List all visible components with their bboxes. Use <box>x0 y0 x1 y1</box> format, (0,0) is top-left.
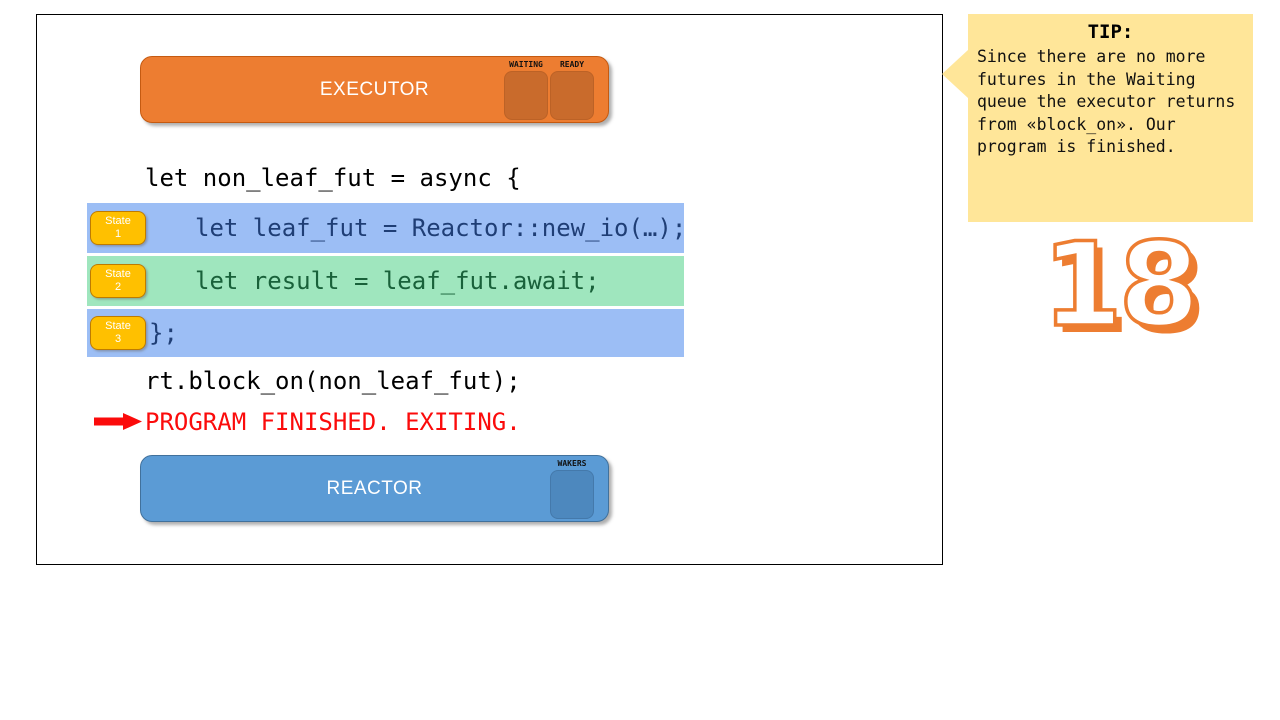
tip-body-text: Since there are no more futures in the W… <box>977 47 1236 156</box>
tip-callout: TIP: Since there are no more futures in … <box>942 14 1253 222</box>
executor-box: EXECUTOR WAITING READY <box>140 56 609 123</box>
executor-queues: WAITING READY <box>504 59 594 120</box>
state-1-badge: State 1 <box>90 211 146 245</box>
code-line-async-open: let non_leaf_fut = async { <box>145 164 521 192</box>
ready-queue-label: READY <box>559 60 585 69</box>
state-3-code: }; <box>149 319 178 347</box>
reactor-label: REACTOR <box>326 477 423 499</box>
waiting-queue: WAITING <box>504 59 548 120</box>
state-3-badge-number: 3 <box>114 333 122 345</box>
state-3-badge-label: State <box>105 320 131 332</box>
state-3-row: State 3 }; <box>87 309 684 357</box>
tip-pointer-icon <box>942 50 968 98</box>
waiting-queue-slot <box>504 71 548 120</box>
state-2-badge: State 2 <box>90 264 146 298</box>
diagram-canvas: EXECUTOR WAITING READY let non_leaf_fut … <box>36 14 943 565</box>
state-1-code: let leaf_fut = Reactor::new_io(…); <box>195 214 687 242</box>
ready-queue-slot <box>550 71 594 120</box>
state-2-badge-label: State <box>105 268 131 280</box>
waiting-queue-label: WAITING <box>509 60 543 69</box>
executor-label: EXECUTOR <box>319 78 430 100</box>
state-3-badge: State 3 <box>90 316 146 350</box>
program-status-text: PROGRAM FINISHED. EXITING. <box>145 408 521 436</box>
state-2-code: let result = leaf_fut.await; <box>195 267 600 295</box>
state-1-badge-label: State <box>105 215 131 227</box>
wakers-queue-slot <box>550 470 594 519</box>
ready-queue: READY <box>550 59 594 120</box>
state-1-badge-number: 1 <box>114 228 122 240</box>
red-arrow-icon <box>94 413 142 430</box>
wakers-queue: WAKERS <box>550 458 594 519</box>
state-2-badge-number: 2 <box>114 281 122 293</box>
wakers-queue-label: WAKERS <box>557 459 587 468</box>
slide-number: 18 <box>1040 218 1201 353</box>
state-1-row: State 1 let leaf_fut = Reactor::new_io(…… <box>87 203 687 253</box>
reactor-box: REACTOR WAKERS <box>140 455 609 522</box>
tip-title: TIP: <box>1087 21 1134 43</box>
reactor-queues: WAKERS <box>550 458 594 519</box>
code-line-block-on: rt.block_on(non_leaf_fut); <box>145 367 521 395</box>
state-2-row: State 2 let result = leaf_fut.await; <box>87 256 684 306</box>
